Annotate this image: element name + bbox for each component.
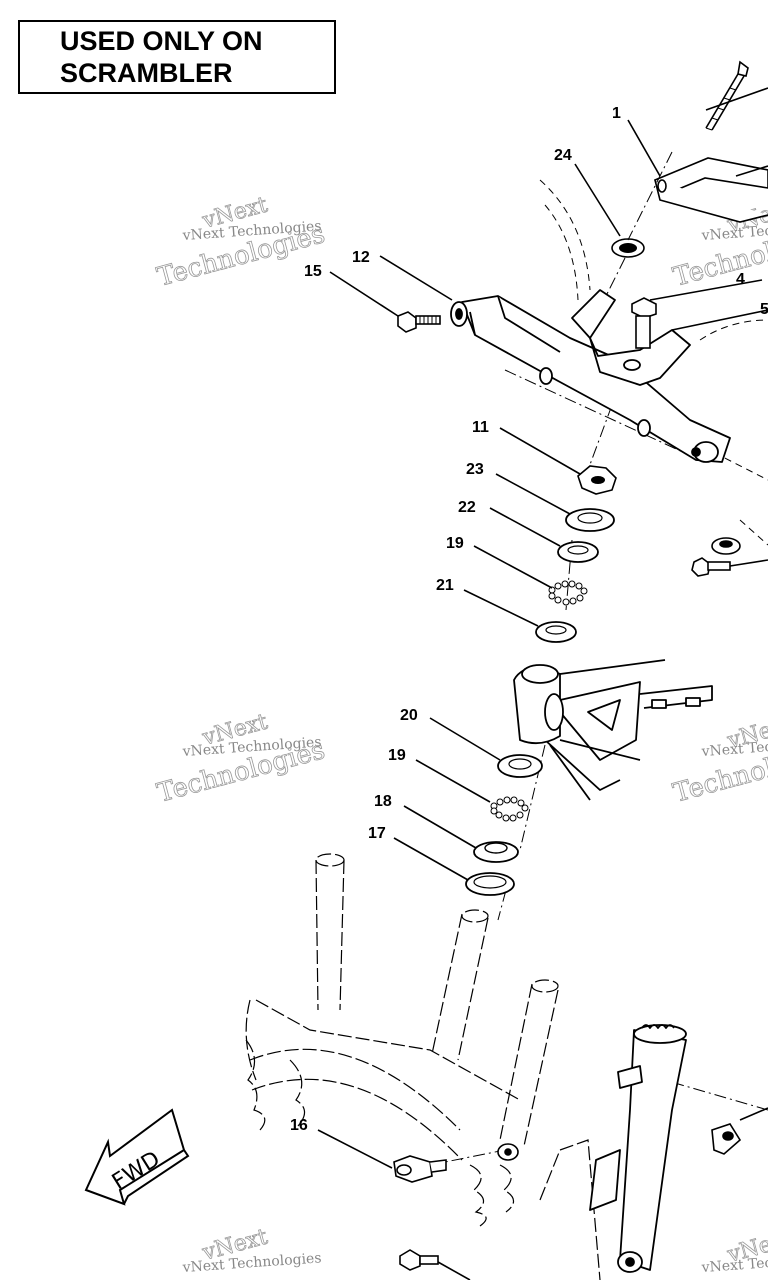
callout-19-upper: 19 (446, 535, 464, 552)
watermark-group-top-left: vNext vNext Technologies Technologies (154, 192, 329, 293)
callout-16: 16 (290, 1117, 308, 1134)
part-23-washer (565, 508, 615, 532)
part-1-bracket (653, 157, 768, 223)
watermark-group-bottom-left: vNext vNext Technologies (181, 1224, 322, 1276)
part-18-cone (473, 841, 519, 863)
part-17-seal (465, 872, 515, 896)
callout-23: 23 (466, 461, 484, 478)
part-22-race (557, 541, 599, 563)
forward-direction-arrow: FWD (84, 1108, 190, 1206)
callout-11: 11 (472, 419, 489, 436)
callout-1: 1 (612, 105, 621, 122)
scrambler-notice-box: USED ONLY ON SCRAMBLER (18, 20, 336, 94)
fork-leg-right (589, 1024, 687, 1273)
notice-line-1: USED ONLY ON (60, 26, 263, 56)
callout-leader-lines (317, 87, 768, 1169)
callout-5: 5 (760, 301, 768, 318)
fork-assembly-outline (245, 853, 601, 1280)
watermark-group-middle-left: vNext vNext Technologies Technologies (154, 709, 329, 809)
callout-21: 21 (436, 577, 454, 594)
fork-clamp-right (711, 1107, 768, 1155)
callout-4: 4 (736, 271, 745, 288)
part-24-washer (611, 238, 645, 258)
lower-bolt-bottom (399, 1249, 471, 1280)
part-15-bolt (397, 311, 441, 333)
callout-12: 12 (352, 249, 370, 266)
callout-numbers: 1 24 12 15 4 5 11 23 22 19 21 20 19 18 1… (290, 105, 768, 1134)
callout-24: 24 (554, 147, 572, 164)
watermark-group-middle-right: vNext vNext Technologies Technologies (670, 712, 768, 809)
mounting-bolt-top (705, 60, 749, 131)
part-19-bearing-balls-upper (548, 580, 588, 606)
part-4-bolt (631, 297, 657, 349)
notice-line-2: SCRAMBLER (60, 58, 233, 88)
callout-20: 20 (400, 707, 418, 724)
callout-18: 18 (374, 793, 392, 810)
part-21-race (535, 621, 577, 643)
callout-19-lower: 19 (388, 747, 406, 764)
steering-arm-assembly (450, 289, 731, 463)
frame-steering-head (513, 659, 713, 801)
watermark-line-2: vNext Technologies (181, 1250, 322, 1276)
part-19-bearing-balls-lower (490, 796, 529, 822)
part-16-clamp (393, 1143, 519, 1183)
callout-22: 22 (458, 499, 476, 516)
callout-15: 15 (304, 263, 322, 280)
part-11-lock-nut (577, 465, 617, 495)
part-20-race (497, 754, 543, 778)
watermark-group-bottom-right: vNext vNext Technologies (700, 1226, 768, 1276)
frame-side-bolt (691, 537, 768, 577)
callout-17: 17 (368, 825, 386, 842)
